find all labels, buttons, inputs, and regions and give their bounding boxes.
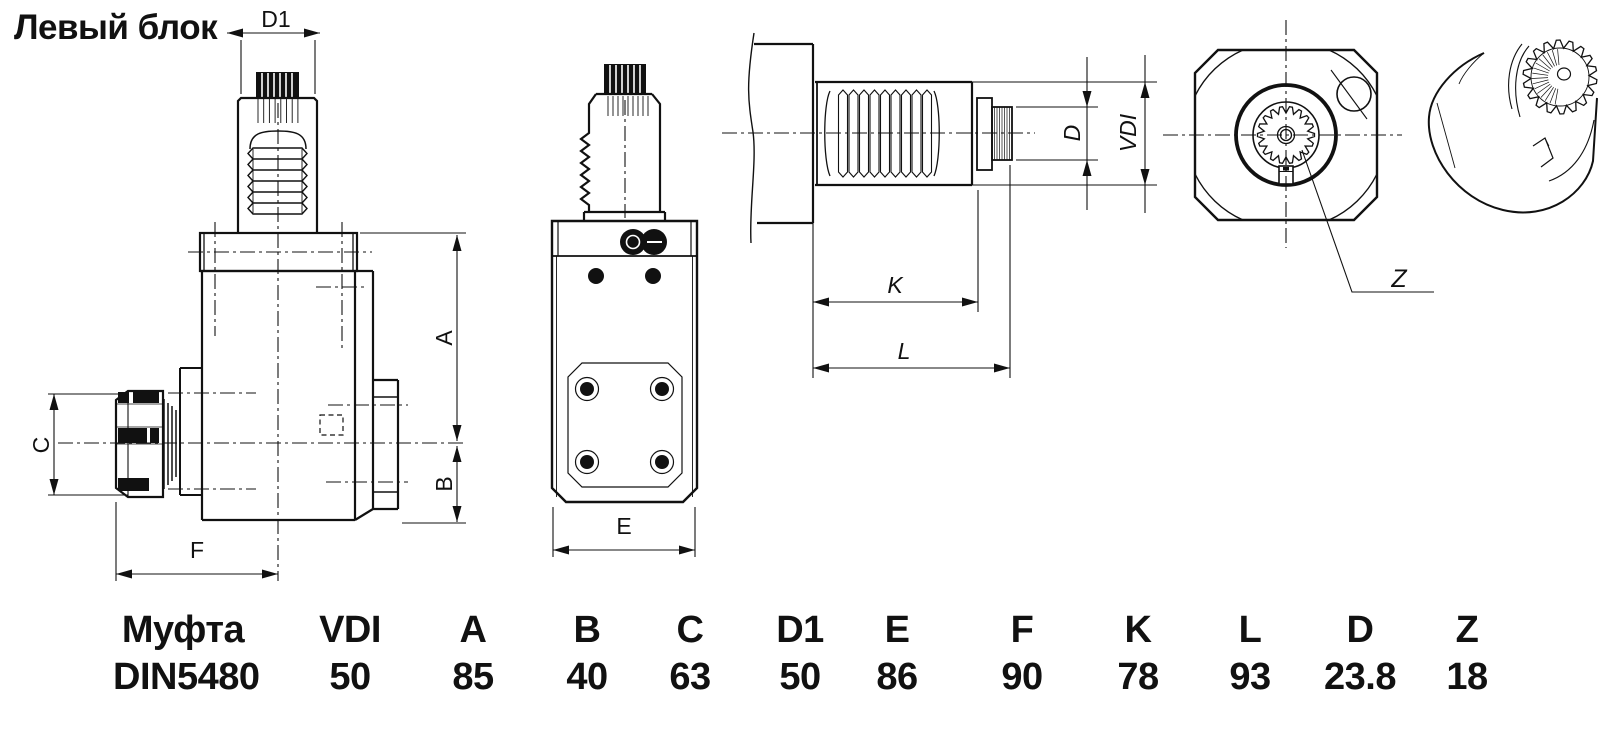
table-header: Z	[1455, 609, 1479, 651]
plate-screws	[574, 376, 675, 475]
engineering-drawing-canvas: D1 A B C F	[28, 6, 1598, 581]
dim-label-vdi: VDI	[1115, 113, 1141, 152]
table-header: B	[573, 609, 601, 651]
table-value: 93	[1229, 656, 1271, 698]
iso-silhouette	[1427, 52, 1598, 214]
table-value: 85	[452, 656, 494, 698]
coolant-port	[1336, 76, 1372, 112]
table-header: F	[1010, 609, 1034, 651]
isometric-view	[1427, 39, 1598, 214]
table-header: A	[459, 609, 487, 651]
body-outline	[200, 269, 400, 522]
table-value: 23.8	[1324, 656, 1396, 698]
dim-label-l: L	[898, 338, 911, 364]
clamp-screw	[620, 229, 646, 255]
table-value: 90	[1001, 656, 1043, 698]
square-flange	[1193, 48, 1379, 222]
table-header: D	[1346, 609, 1374, 651]
dim-label-d1: D1	[261, 6, 290, 32]
shank-outline	[236, 96, 319, 233]
side-view: E	[550, 64, 699, 557]
z-leader-line	[1301, 149, 1434, 293]
drawing-title: Левый блок	[14, 8, 218, 47]
table-header: E	[884, 609, 910, 651]
dim-label-f: F	[190, 537, 204, 563]
dim-label-d: D	[1059, 125, 1085, 142]
table-header: K	[1124, 609, 1152, 651]
hidden-feature	[319, 414, 344, 436]
dim-label-z: Z	[1390, 265, 1407, 293]
table-value: 50	[779, 656, 821, 698]
dim-label-a: A	[431, 330, 457, 346]
table-value: 40	[566, 656, 608, 698]
table-value: 18	[1446, 656, 1488, 698]
shank-outline	[579, 93, 597, 212]
end-view: Z	[1163, 20, 1434, 293]
table-value: DIN5480	[113, 656, 260, 698]
table-header: Муфта	[121, 609, 245, 651]
table-value: 78	[1117, 656, 1159, 698]
iso-spline-gear	[1522, 39, 1598, 115]
table-value: 86	[876, 656, 918, 698]
table-value: 63	[669, 656, 711, 698]
dim-label-e: E	[616, 513, 631, 539]
iso-notch	[1532, 137, 1554, 168]
spline-coupling-black	[604, 64, 646, 94]
small-screw	[645, 268, 661, 284]
body-outline	[550, 219, 699, 504]
table-value: 50	[329, 656, 371, 698]
mounting-plate	[567, 362, 683, 488]
table-header: D1	[776, 609, 824, 651]
table-header: C	[676, 609, 704, 651]
break-line	[747, 32, 755, 244]
dim-label-k: K	[887, 272, 904, 298]
shank-section-view: K L D VDI	[722, 32, 1157, 378]
dim-label-b: B	[431, 476, 457, 491]
dim-label-c: C	[28, 437, 54, 454]
small-screw	[588, 268, 604, 284]
table-header: VDI	[319, 609, 381, 651]
front-view: D1 A B C F	[28, 6, 466, 581]
iso-center-hole	[1556, 67, 1572, 81]
table-header: L	[1238, 609, 1262, 651]
